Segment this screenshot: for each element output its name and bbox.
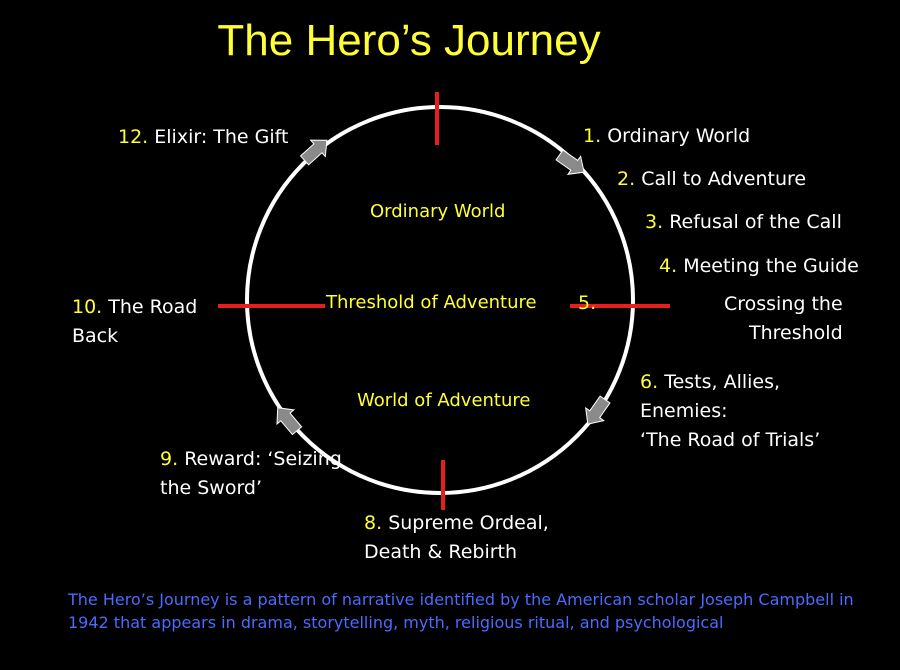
inner-label-world-of-adventure: World of Adventure	[357, 390, 531, 411]
stage-2: 2. Call to Adventure	[617, 165, 806, 194]
stage-label: Ordinary World	[607, 125, 751, 147]
stage-label: Call to Adventure	[641, 168, 807, 190]
stage-label-line2: Death & Rebirth	[364, 541, 518, 563]
stage-number: 2.	[617, 168, 636, 190]
stage-label: Elixir: The Gift	[154, 126, 289, 148]
stage-6: 6. Tests, Allies, Enemies: ‘The Road of …	[640, 368, 820, 455]
stage-label-line1: Reward: ‘Seizing	[184, 448, 342, 470]
inner-label-ordinary-world: Ordinary World	[370, 201, 506, 222]
stage-number: 8.	[364, 512, 383, 534]
stage-label-line2: Back	[72, 325, 119, 347]
stage-number: 12.	[118, 126, 149, 148]
stage-number: 6.	[640, 371, 659, 393]
stage-number: 3.	[645, 211, 664, 233]
stage-5-number: 5.	[578, 292, 597, 314]
stage-label-line1: Crossing the	[723, 293, 843, 315]
stage-1: 1. Ordinary World	[583, 122, 750, 151]
arrow-stage1-icon	[555, 149, 585, 175]
stage-label-line1: The Road	[108, 296, 198, 318]
arrow-stage9-icon	[276, 407, 303, 436]
stage-number: 4.	[659, 255, 678, 277]
stage-9: 9. Reward: ‘Seizing the Sword’	[160, 445, 342, 503]
stage-label: Meeting the Guide	[683, 255, 859, 277]
stage-label-line1: Tests, Allies,	[664, 371, 781, 393]
page-title: The Hero’s Journey	[217, 16, 601, 65]
stage-label-line2: Enemies:	[640, 400, 728, 422]
stage-4: 4. Meeting the Guide	[659, 252, 859, 281]
footer-description: The Hero’s Journey is a pattern of narra…	[68, 590, 854, 632]
inner-label-threshold: Threshold of Adventure	[326, 292, 537, 313]
stage-number: 1.	[583, 125, 602, 147]
stage-number: 9.	[160, 448, 179, 470]
stage-label-line2: Threshold	[749, 322, 843, 344]
stage-5: Crossing the Threshold	[719, 290, 843, 348]
stage-number: 10.	[72, 296, 103, 318]
arrow-stage6-icon	[585, 395, 611, 425]
stage-label-line2: the Sword’	[160, 477, 263, 499]
stage-8: 8. Supreme Ordeal, Death & Rebirth	[364, 509, 549, 567]
stage-label: Refusal of the Call	[669, 211, 842, 233]
stage-label-line3: ‘The Road of Trials’	[640, 429, 821, 451]
stage-10: 10. The Road Back	[72, 293, 197, 351]
stage-label-line1: Supreme Ordeal,	[388, 512, 549, 534]
journey-circle	[245, 105, 635, 495]
arrow-stage12-icon	[299, 139, 328, 166]
stage-3: 3. Refusal of the Call	[645, 208, 842, 237]
stage-12: 12. Elixir: The Gift	[118, 123, 288, 152]
